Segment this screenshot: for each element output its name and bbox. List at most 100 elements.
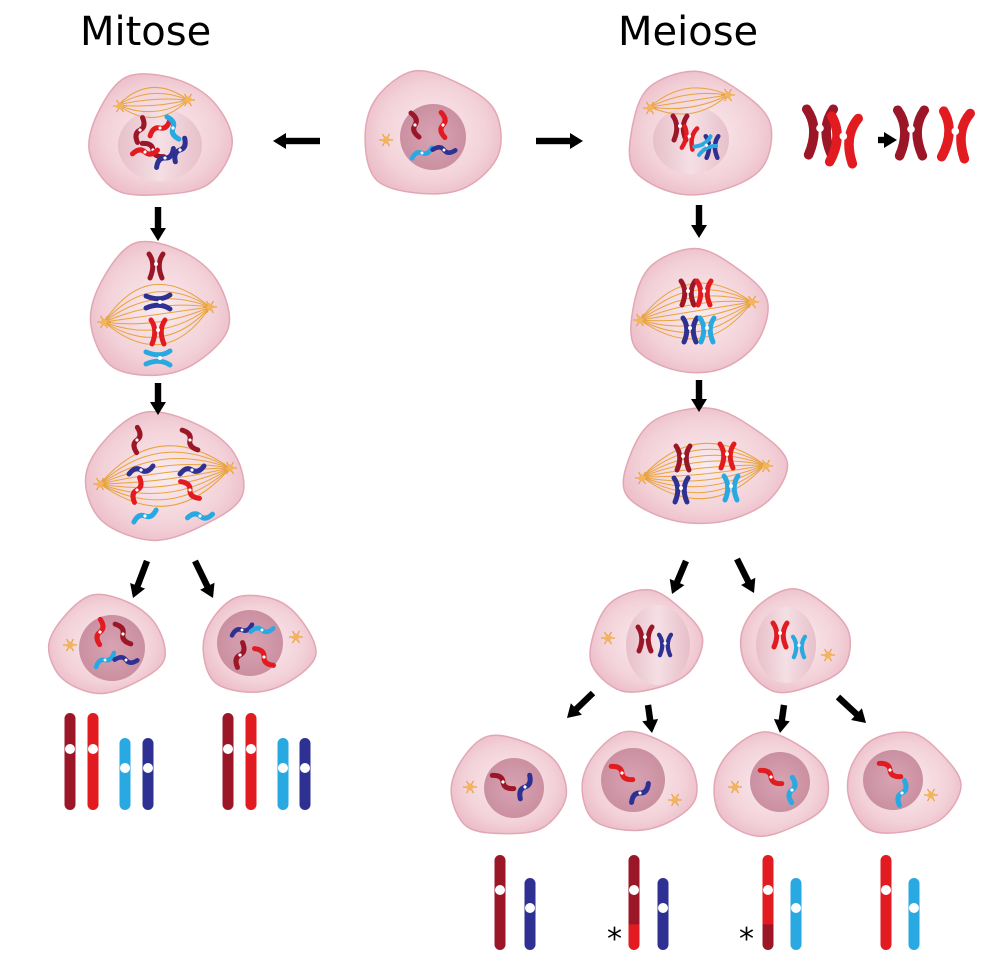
chromosome [93,650,117,670]
chromosome [629,781,651,805]
replicated-chromosome [892,105,930,161]
chromosome [164,114,182,142]
replicated-chromosome [679,124,700,152]
chromosome-bar [87,713,99,810]
chromosome [229,622,255,638]
centrosome-icon [728,780,742,794]
chromosome [178,479,202,501]
chromosome-bars-layer [64,713,920,950]
chromosome [517,772,533,802]
cell-mitose-metaphase [89,240,231,377]
replicated-chromosome [146,251,166,281]
arrows-layer [130,132,897,734]
replicated-chromosome [824,111,863,169]
centrosome-icon [635,471,649,485]
arrow-icon [566,690,596,719]
chromosome [172,135,188,165]
chromosome [94,616,106,648]
chromosome-bar [628,855,640,950]
chromosome [489,772,517,792]
chromosome-bar [880,855,892,950]
chromosome-bar [142,738,154,810]
cell-mitose-anaphase [84,410,245,542]
centrosome-icon [821,648,835,662]
arrow-icon [773,704,790,734]
chromosome-bar [299,738,311,810]
replicated-chromosome [143,348,173,368]
replicated-chromosome [143,292,173,312]
centrosome-icon [63,638,77,652]
chromosome [430,145,458,155]
replicated-chromosome [673,443,693,473]
centrosome-icon [601,631,615,645]
centrosome-icon [668,793,682,807]
chromosome [233,640,247,670]
asterisk-marker-1: * [607,922,622,957]
cell-membrane [89,240,231,377]
arrow-icon [669,559,689,595]
centrosome-icon [97,315,111,329]
replicated-chromosome [721,473,741,503]
centrosome-icon [203,300,217,314]
chromosome [409,145,435,161]
centrosome-icon [759,459,773,473]
nucleus [863,750,923,810]
arrow-icon [273,133,320,149]
centrosome-icon [745,295,759,309]
title-mitose: Mitose [80,9,212,55]
spindle-fibers [99,445,231,507]
chromosome [133,115,147,145]
replicated-chromosome [694,278,714,308]
chromosome [131,424,143,456]
chromosome-bar [277,738,289,810]
cell-meiose-anaphase-1 [622,407,789,525]
chromosome [608,763,636,783]
chromosome-bar [64,713,76,810]
arrow-icon [642,704,659,734]
replicated-chromosome [770,620,790,650]
chromosome-bar [657,878,669,950]
replicated-chromosome [936,106,975,164]
cells-layer [47,69,962,838]
arrow-icon [691,380,707,412]
chromosome-bar [222,713,234,810]
replicated-chromosome [635,624,655,654]
asterisk-marker-2: * [739,922,754,957]
chromosome [786,774,798,806]
cell-membrane [84,410,245,542]
nucleus [626,605,690,685]
chromosome-bar [494,855,506,950]
chromosome [408,110,422,140]
chromosome [438,109,448,141]
replicated-chromosome [678,278,698,308]
replicated-chromosome [692,134,719,157]
chromosome [184,511,216,521]
arrow-icon [878,132,897,148]
replicated-chromosome [671,475,691,505]
centrosome-icon [289,630,303,644]
replicated-chromosome [680,315,700,345]
chromosome [154,146,176,170]
replicated-chromosome [656,632,674,658]
chromosome-bar [119,738,131,810]
chromosome [131,507,159,525]
chromosomes-layer [63,88,975,808]
spindle-fibers [641,442,766,500]
chromosome-bar [908,878,920,950]
arrow-icon [150,383,166,415]
chromosome [895,778,909,808]
arrow-icon [130,559,150,599]
title-meiose: Meiose [618,9,759,55]
chromosome [112,655,140,665]
replicated-chromosome [717,441,737,471]
centrosome-icon [463,780,477,794]
chromosome [147,117,173,139]
chromosome [130,475,144,505]
replicated-chromosome [790,634,808,660]
centrosome-icon [379,133,393,147]
chromosome [757,767,785,787]
centrosome-icon [633,313,647,327]
centrosome-icon [643,101,657,115]
nucleus [118,109,202,181]
